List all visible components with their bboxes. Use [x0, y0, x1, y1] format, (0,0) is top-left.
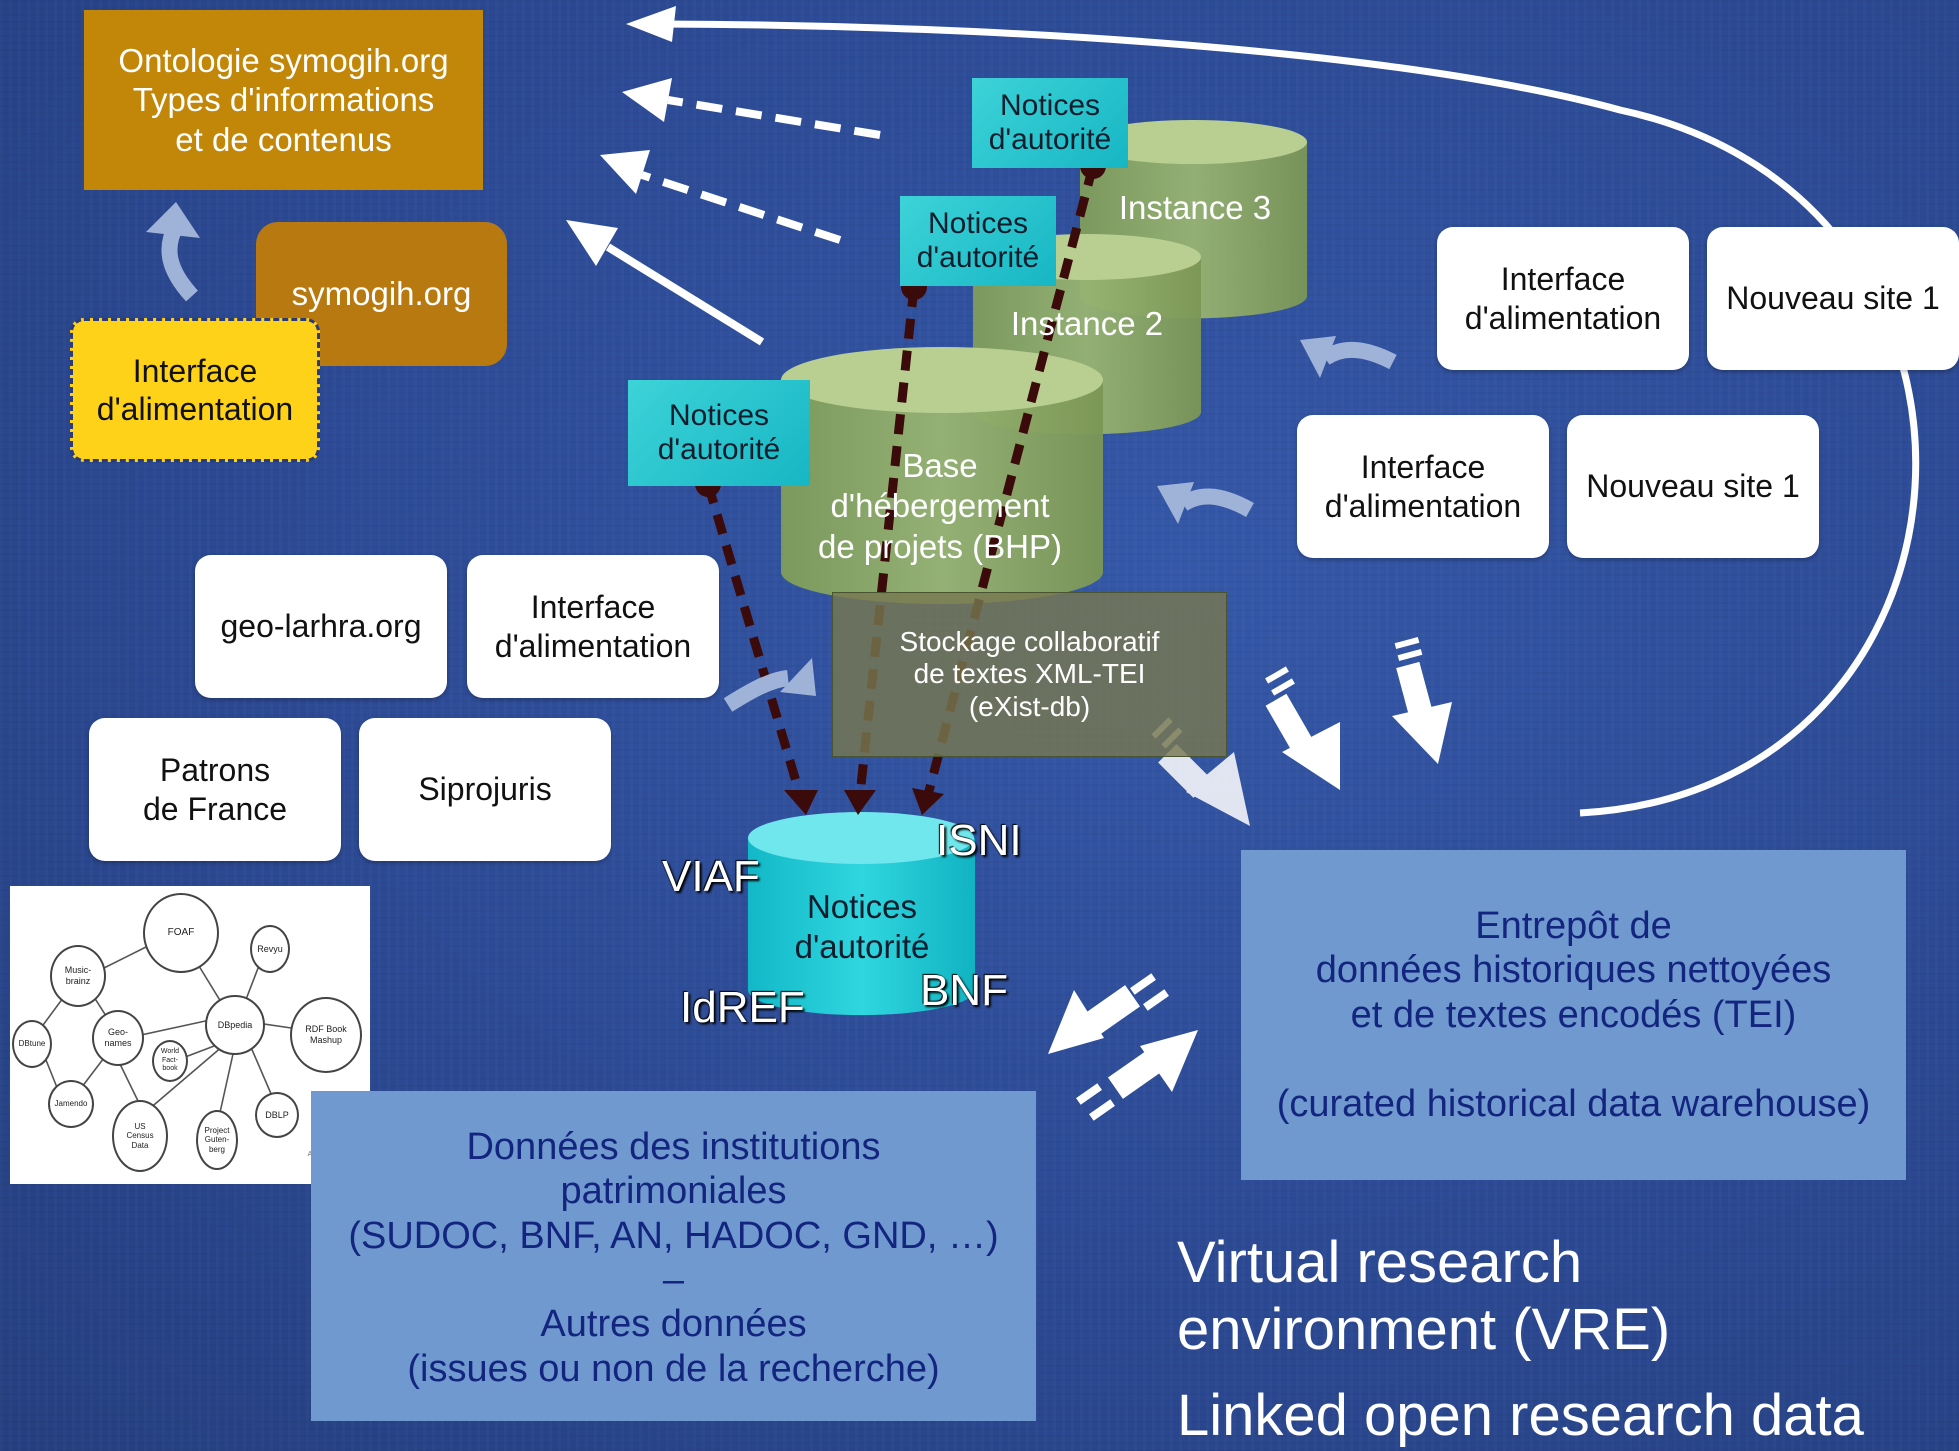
lod-title: Linked open research data [1177, 1383, 1864, 1448]
isni-label: ISNI [936, 816, 1022, 865]
notice-link-2-head [844, 790, 876, 815]
lod-node-dbtune: DBtune [12, 1020, 52, 1068]
lod-node-dblp: DBLP [255, 1092, 299, 1138]
bhp-label: Base d'hébergement de projets (BHP) [818, 447, 1062, 565]
warehouse-to-authority-arrow [1048, 973, 1169, 1054]
lod-node-dbpedia: DBpedia [205, 995, 265, 1055]
right-top-new-site-box: Nouveau site 1 [1707, 227, 1959, 370]
symogih-up-arrowhead [146, 202, 200, 238]
down-arrow-2 [1265, 666, 1340, 790]
notice-link-1 [703, 482, 805, 797]
bhp-cylinder [781, 347, 1103, 604]
authority-db-label: Notices d'autorité [794, 888, 930, 966]
institutions-data-panel: Données des institutions patrimoniales (… [311, 1091, 1036, 1421]
notices-label-bhp: Notices d'autorité [628, 380, 810, 486]
lod-node-jamendo: Jamendo [48, 1080, 94, 1128]
interface-alimentation-yellow: Interface d'alimentation [70, 318, 320, 462]
viaf-label: VIAF [662, 852, 760, 901]
return-arc-arrow [659, 20, 1920, 817]
patrons-de-france-box: Patrons de France [89, 718, 341, 861]
right-mid-curve-arrow [1178, 488, 1254, 518]
siprojuris-box: Siprojuris [359, 718, 611, 861]
lod-node-revyu: Revyu [250, 925, 290, 973]
lod-node-rdf-book-mashup: RDF Book Mashup [290, 997, 362, 1073]
left-interface-box: Interface d'alimentation [467, 555, 719, 698]
geo-larhra-box: geo-larhra.org [195, 555, 447, 698]
dashed-arrow-2-head [600, 150, 650, 194]
right-top-interface-box: Interface d'alimentation [1437, 227, 1689, 370]
bhp-to-ontology-arrowhead [566, 220, 618, 266]
ontology-box: Ontologie symogih.org Types d'informatio… [84, 10, 483, 190]
lod-node-geonames: Geo- names [92, 1010, 144, 1066]
left-interface-curve-arrow [723, 670, 790, 712]
left-interface-curve-arrowhead [780, 658, 816, 696]
dashed-arrow-2 [640, 171, 842, 244]
idref-label: IdREF [680, 983, 805, 1032]
lod-node-gutenberg: Project Guten- berg [196, 1110, 238, 1170]
down-arrow-1 [1392, 636, 1452, 764]
bnf-label: BNF [920, 966, 1008, 1015]
notice-link-1-head [784, 790, 818, 815]
notices-label-instance2: Notices d'autorité [900, 196, 1056, 286]
instance3-label: Instance 3 [1118, 189, 1272, 226]
dashed-arrow-1-head [622, 78, 672, 122]
lod-node-world-factbook: World Fact- book [152, 1040, 188, 1082]
return-arc-arrowhead [626, 6, 676, 42]
data-warehouse-panel: Entrepôt de données historiques nettoyée… [1241, 850, 1906, 1180]
notices-label-instance3: Notices d'autorité [972, 78, 1128, 168]
bhp-to-ontology-arrow [605, 243, 765, 346]
right-top-curve-arrowhead [1300, 336, 1336, 378]
notice-link-3-head [912, 788, 944, 815]
right-top-curve-arrow [1320, 341, 1397, 370]
lod-node-foaf: FOAF [143, 893, 219, 973]
lod-node-us-census: US Census Data [112, 1100, 168, 1172]
instance2-label: Instance 2 [1010, 305, 1164, 342]
authority-cylinder [748, 812, 975, 1016]
notice-link-3 [923, 164, 1098, 797]
right-mid-new-site-box: Nouveau site 1 [1567, 415, 1819, 558]
xml-tei-storage-box: Stockage collaboratif de textes XML-TEI … [832, 592, 1227, 757]
vre-title: Virtual research environment (VRE) [1177, 1230, 1671, 1362]
dashed-arrow-1 [667, 96, 881, 139]
lod-node-musicbrainz: Music- brainz [50, 945, 106, 1007]
right-mid-curve-arrowhead [1157, 482, 1194, 524]
authority-to-warehouse-arrow [1076, 1030, 1198, 1121]
right-mid-interface-box: Interface d'alimentation [1297, 415, 1549, 558]
